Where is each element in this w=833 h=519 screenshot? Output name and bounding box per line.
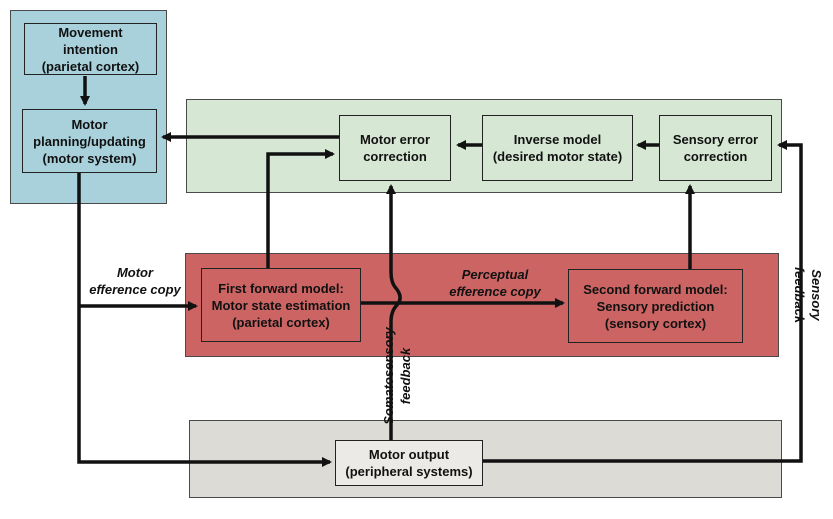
sensory-feedback-arrow [482, 140, 803, 463]
perceptual-efference-copy-label: Perceptual efference copy [449, 267, 541, 299]
lower-output-region [189, 420, 782, 498]
movement-intention-box: Movement intention (parietal cortex) [24, 23, 157, 75]
planning-to-motor-output-arrow [77, 173, 332, 467]
second-forward-model-box: Second forward model: Sensory prediction… [568, 269, 743, 343]
motor-error-correction-box: Motor error correction [339, 115, 451, 181]
first-forward-to-error-correction-arrow [266, 149, 335, 268]
somatosensory-feedback-label: Somatosensory feedback [381, 327, 413, 425]
motor-output-box: Motor output (peripheral systems) [335, 440, 483, 486]
sensory-error-correction-box: Sensory error correction [659, 115, 772, 181]
motor-efference-copy-label: Motor efference copy [89, 265, 181, 297]
motor-planning-box: Motor planning/updating (motor system) [22, 109, 157, 173]
inverse-model-box: Inverse model (desired motor state) [482, 115, 633, 181]
sensory-feedback-label: Sensory feedback [792, 266, 824, 324]
first-forward-model-box: First forward model: Motor state estimat… [201, 268, 361, 342]
somatosensory-feedback-arrow [386, 184, 402, 440]
